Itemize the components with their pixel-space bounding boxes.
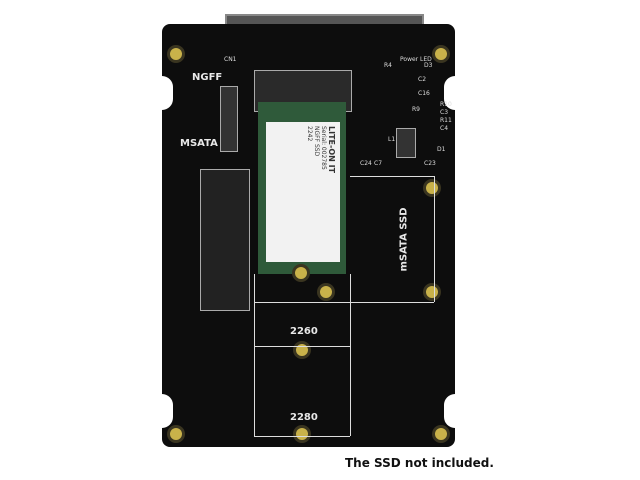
mounting-hole: [170, 428, 182, 440]
mounting-hole: [435, 428, 447, 440]
l1-label: L1: [388, 136, 396, 143]
power-led-label: Power LED: [400, 56, 432, 63]
c24-label: C24: [360, 160, 372, 167]
ssd-line: 2242: [306, 126, 313, 142]
msata-label: MSATA: [180, 138, 218, 149]
2260-label: 2260: [290, 326, 318, 337]
standoff-2280: [296, 428, 308, 440]
ngff-ssd: LITE-ON IT Serial: 002785 NGFF SSD 2242: [258, 102, 346, 274]
standoff-2242b: [320, 286, 332, 298]
standoff-2260: [296, 344, 308, 356]
2280-label: 2280: [290, 412, 318, 423]
r4-label: R4: [384, 62, 392, 69]
ssd-line: NGFF SSD: [313, 126, 320, 157]
pcb-board: NGFF MSATA CN1 LITE-ON IT Serial: 002785…: [151, 24, 466, 447]
mounting-hole: [170, 48, 182, 60]
standoff-2242: [295, 267, 307, 279]
mode-switch[interactable]: [220, 86, 238, 152]
msata-ssd-label: mSATA SSD: [398, 207, 410, 272]
ssd-brand: LITE-ON IT: [327, 126, 336, 174]
r11-label: R11: [440, 117, 452, 124]
standoff-msata: [426, 182, 438, 194]
r9-label: R9: [412, 106, 420, 113]
inductor: [396, 128, 416, 158]
c16-label: C16: [418, 90, 430, 97]
msata-slot: [200, 169, 250, 311]
cn1-label: CN1: [224, 56, 237, 63]
c3-label: C3: [440, 109, 449, 116]
c23-label: C23: [424, 160, 436, 167]
mounting-hole: [435, 48, 447, 60]
caption: The SSD not included.: [345, 456, 494, 470]
c4-label: C4: [440, 125, 449, 132]
ssd-line: Serial: 002785: [320, 126, 327, 170]
d1-label: D1: [437, 146, 446, 153]
c7-label: C7: [374, 160, 383, 167]
d3-label: D3: [424, 62, 433, 69]
r10-label: R10: [440, 101, 452, 108]
standoff-msata: [426, 286, 438, 298]
ssd-label-sticker: LITE-ON IT Serial: 002785 NGFF SSD 2242: [266, 122, 340, 262]
ngff-label: NGFF: [192, 72, 223, 83]
c2-label: C2: [418, 76, 427, 83]
